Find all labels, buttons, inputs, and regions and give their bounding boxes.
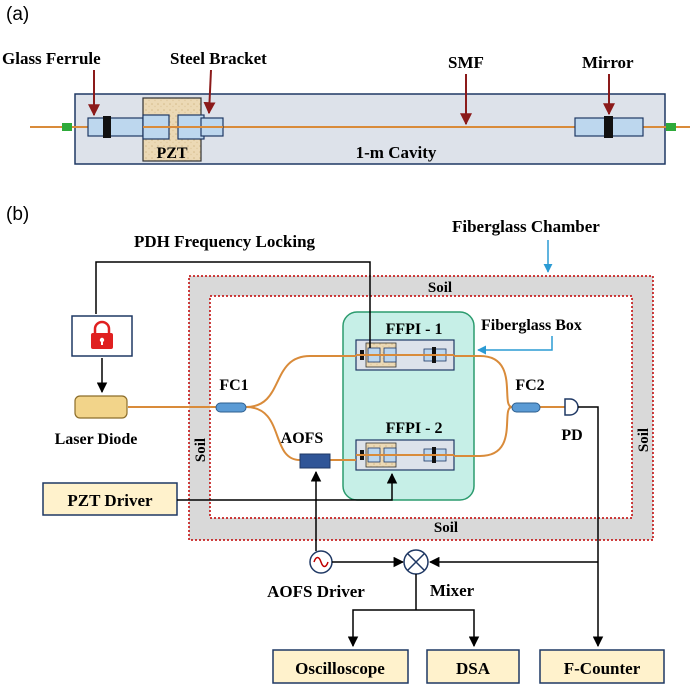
fiber-fc1-lower xyxy=(245,406,301,461)
pzt-driver-line xyxy=(177,472,398,501)
mixer-label: Mixer xyxy=(430,581,475,600)
panel-b-tag: (b) xyxy=(6,204,29,225)
fiberglass-box-label: Fiberglass Box xyxy=(481,317,582,334)
glass-ferrule xyxy=(87,117,144,137)
fiber-ffpi2-to-fc2 xyxy=(454,406,513,457)
soil-right-label: Soil xyxy=(636,428,652,452)
f-counter-box xyxy=(539,649,665,684)
soil-bottom-label: Soil xyxy=(434,520,458,536)
fc1-label: FC1 xyxy=(219,377,248,394)
fiberglass-box-arrow xyxy=(477,336,553,355)
mirror-element xyxy=(604,116,613,138)
fiberglass-chamber-label: Fiberglass Chamber xyxy=(452,217,600,236)
soil-left-label: Soil xyxy=(193,438,209,462)
pzt-driver-box xyxy=(42,482,178,516)
fiber-fc1-upper xyxy=(245,355,356,408)
oscilloscope-box xyxy=(272,649,409,684)
panel-a-tag: (a) xyxy=(6,4,29,25)
cavity-label: 1-m Cavity xyxy=(356,143,437,162)
ffpi-1-label: FFPI - 1 xyxy=(386,321,443,338)
photodetector xyxy=(564,398,579,416)
dsa-label: DSA xyxy=(456,659,491,678)
mirror-label: Mirror xyxy=(582,53,634,72)
mixer-to-oscilloscope xyxy=(347,609,416,648)
pzt-driver-label: PZT Driver xyxy=(67,491,153,510)
pdh-label: PDH Frequency Locking xyxy=(134,232,316,251)
oscilloscope-label: Oscilloscope xyxy=(295,659,385,678)
pzt-label: PZT xyxy=(156,145,187,162)
panel-a-labels: Glass Ferrule Steel Bracket SMF Mirror xyxy=(2,49,634,126)
pd-label: PD xyxy=(561,427,582,444)
sine-wave-icon xyxy=(313,556,329,568)
ffpi-2-label: FFPI - 2 xyxy=(386,420,443,437)
aofs-element xyxy=(299,453,331,469)
steel-bracket-label: Steel Bracket xyxy=(170,49,267,68)
soil-top-label: Soil xyxy=(428,280,452,296)
mixer xyxy=(403,549,429,575)
fc2-coupler xyxy=(511,402,541,413)
aofs-label: AOFS xyxy=(281,430,324,447)
steel-bracket-arrow xyxy=(203,69,216,115)
pdh-feedback-line xyxy=(95,261,371,348)
cavity-assembly: PZT 1-m Cavity xyxy=(30,93,690,165)
pd-output-line xyxy=(578,406,604,648)
aofs-driver-label: AOFS Driver xyxy=(267,582,365,601)
laser-diode-label: Laser Diode xyxy=(55,431,138,448)
laser-diode xyxy=(74,395,128,419)
dsa-box xyxy=(426,649,520,684)
fiber-paths xyxy=(128,354,565,461)
connector-left xyxy=(62,123,72,131)
connector-right xyxy=(666,123,676,131)
fc2-label: FC2 xyxy=(515,377,544,394)
fc1-coupler xyxy=(215,402,247,413)
ferrule-endface xyxy=(103,116,111,138)
f-counter-label: F-Counter xyxy=(564,659,641,678)
smf-label: SMF xyxy=(448,53,484,72)
glass-ferrule-label: Glass Ferrule xyxy=(2,49,101,68)
fiber-ffpi1-to-fc2 xyxy=(454,355,513,408)
mixer-to-dsa xyxy=(416,609,480,648)
lock-icon xyxy=(91,320,113,349)
